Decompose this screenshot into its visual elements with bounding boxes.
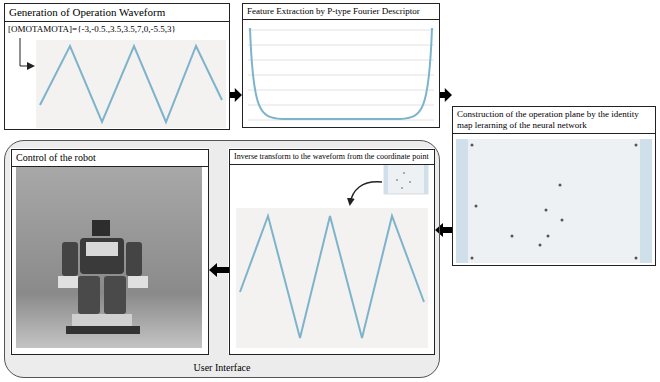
- grid-lines: [248, 30, 434, 120]
- curved-arrow: [350, 182, 382, 204]
- panel-fill: [242, 3, 440, 128]
- group-fill: [4, 140, 440, 378]
- waveform: [240, 216, 424, 338]
- block-arrow: [440, 88, 452, 102]
- leader-line: [20, 38, 33, 66]
- plane-band: [424, 164, 428, 194]
- panel-title: Generation of Operation Waveform: [5, 4, 229, 22]
- plane-band: [384, 164, 388, 194]
- panel-box: Control of the robot: [11, 149, 209, 355]
- panel-box: Construction of the operation plane by t…: [452, 106, 656, 266]
- panel-fill: [228, 148, 434, 354]
- plane-points: [471, 144, 638, 260]
- group-box: User Interface Control of the robot Invers…: [4, 140, 440, 378]
- robot-figure: [58, 220, 148, 334]
- panel-fill: [4, 3, 230, 130]
- waveform: [40, 46, 222, 122]
- panel-box: Inverse transform to the waveform from t…: [229, 149, 435, 355]
- group-title: User Interface: [5, 362, 439, 374]
- descriptor-curve: [250, 28, 432, 119]
- formula-label: [OMOTAMOTA]={-3,-0.5.,3.5,3.5,7,0,-5.5,3…: [8, 24, 176, 35]
- panel-title: Construction of the operation plane by t…: [453, 107, 655, 134]
- panel-title: Inverse transform to the waveform from t…: [230, 150, 434, 165]
- robot-photo: [16, 166, 202, 348]
- plane-thumbnail: [384, 164, 428, 194]
- chart-area: [236, 208, 428, 348]
- panel-fill: [452, 106, 656, 266]
- panel-title: Feature Extraction by P-type Fourier Des…: [243, 4, 439, 20]
- block-arrow: [209, 263, 229, 277]
- plane-area: [456, 139, 652, 263]
- panel-box: Feature Extraction by P-type Fourier Des…: [242, 3, 440, 128]
- panel-box: Generation of Operation Waveform: [4, 3, 230, 130]
- panel-title: Control of the robot: [12, 150, 208, 167]
- panel-fill: [10, 148, 208, 354]
- group-title-text: User Interface: [194, 362, 251, 373]
- block-arrow: [230, 88, 242, 102]
- block-arrow: [435, 223, 452, 237]
- plane-points: [396, 172, 411, 189]
- plane-band: [640, 139, 652, 263]
- plane-band: [456, 139, 468, 263]
- chart-area: [36, 40, 226, 128]
